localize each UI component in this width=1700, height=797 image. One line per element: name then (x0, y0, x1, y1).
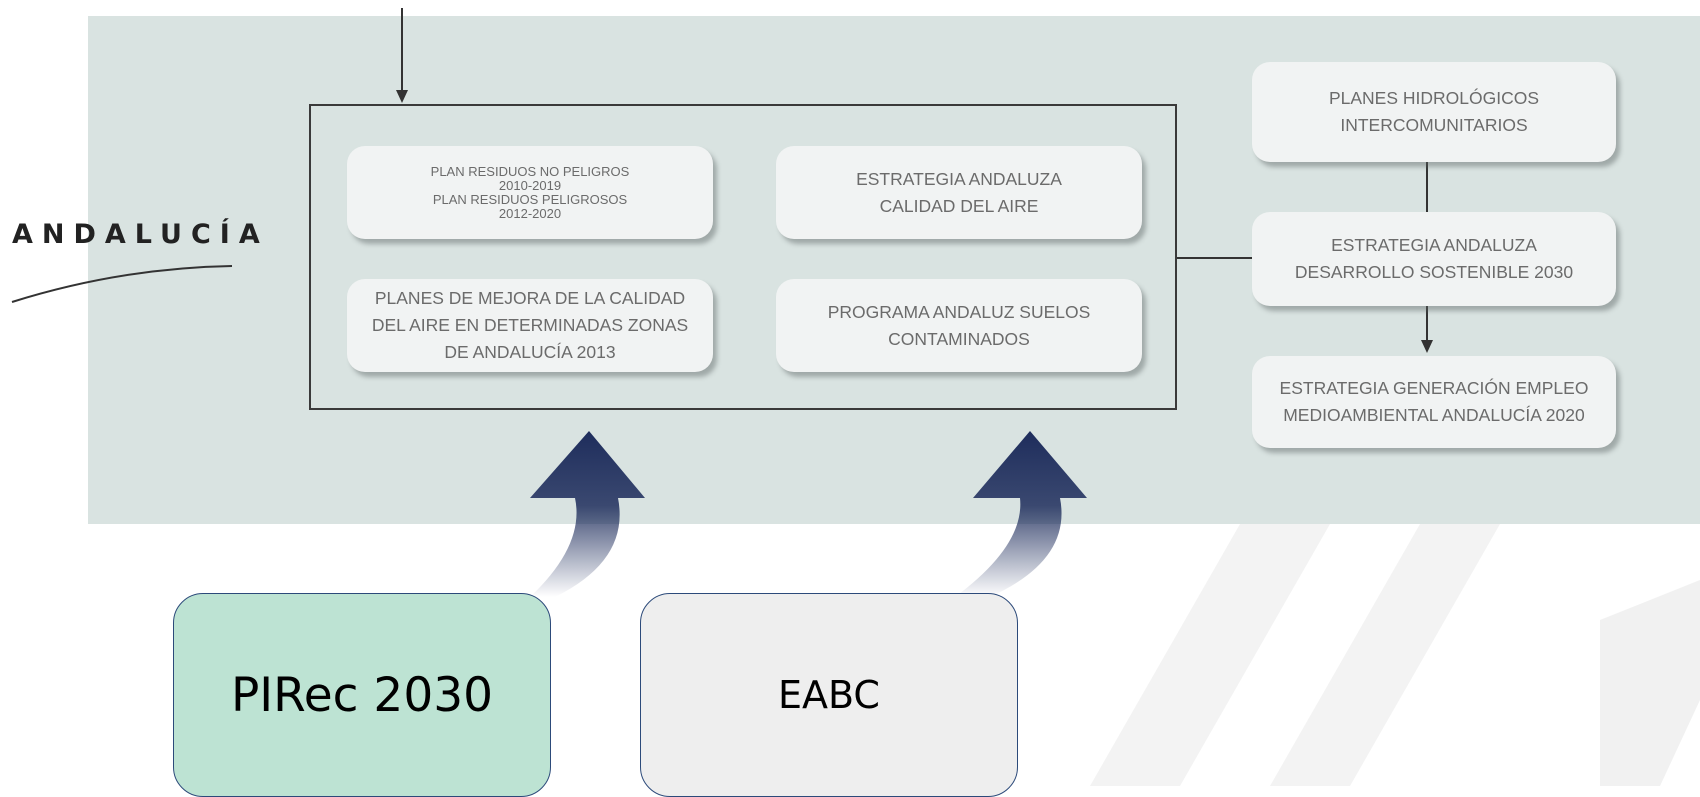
box-text-line: DESARROLLO SOSTENIBLE 2030 (1294, 262, 1574, 282)
box-text-line: CALIDAD DEL AIRE (879, 195, 1039, 216)
box-text-line: ESTRATEGIA ANDALUZA (1331, 235, 1537, 255)
arrowhead-down-icon (1421, 340, 1433, 353)
pirec-label: PIRec 2030 (230, 667, 494, 723)
box-text-line: 2012-2020 (498, 205, 562, 221)
box-plan-residuos: PLAN RESIDUOS NO PELIGROS 2010-2019 PLAN… (347, 146, 713, 239)
eabc-box: EABC (640, 593, 1018, 797)
curved-arrow-up-icon (955, 431, 1087, 597)
box-text-line: CONTAMINADOS (888, 328, 1030, 349)
arrowhead-down-icon (396, 90, 408, 103)
box-text-line: ESTRATEGIA GENERACIÓN EMPLEO (1279, 378, 1589, 398)
box-text-line: PROGRAMA ANDALUZ SUELOS (827, 301, 1091, 322)
box-generacion-empleo: ESTRATEGIA GENERACIÓN EMPLEO MEDIOAMBIEN… (1252, 356, 1616, 448)
eabc-label: EABC (778, 673, 880, 717)
plans-frame (309, 104, 1177, 410)
box-text-line: DE ANDALUCÍA 2013 (444, 342, 616, 362)
box-text-line: PLAN RESIDUOS NO PELIGROS (430, 163, 630, 179)
andalucia-logo: ANDALUCÍA (12, 219, 269, 250)
box-text-line: PLANES DE MEJORA DE LA CALIDAD (374, 288, 686, 308)
box-estrategia-aire: ESTRATEGIA ANDALUZA CALIDAD DEL AIRE (776, 146, 1142, 239)
box-text-line: 2010-2019 (498, 177, 562, 193)
box-programa-suelos: PROGRAMA ANDALUZ SUELOS CONTAMINADOS (776, 279, 1142, 372)
logo-swoosh (11, 265, 233, 303)
curved-arrow-up-icon (530, 431, 645, 597)
box-text-line: ESTRATEGIA ANDALUZA (856, 168, 1062, 189)
box-text-line: PLANES HIDROLÓGICOS (1328, 88, 1540, 108)
box-text-line: MEDIOAMBIENTAL ANDALUCÍA 2020 (1283, 405, 1585, 425)
box-planes-mejora: PLANES DE MEJORA DE LA CALIDAD DEL AIRE … (347, 279, 713, 372)
box-text-line: DEL AIRE EN DETERMINADAS ZONAS (371, 315, 689, 335)
box-desarrollo-sostenible: ESTRATEGIA ANDALUZA DESARROLLO SOSTENIBL… (1252, 212, 1616, 306)
box-text-line: INTERCOMUNITARIOS (1340, 115, 1528, 135)
box-planes-hidrologicos: PLANES HIDROLÓGICOS INTERCOMUNITARIOS (1252, 62, 1616, 162)
box-text-line: PLAN RESIDUOS PELIGROSOS (432, 191, 628, 207)
pirec-box: PIRec 2030 (173, 593, 551, 797)
